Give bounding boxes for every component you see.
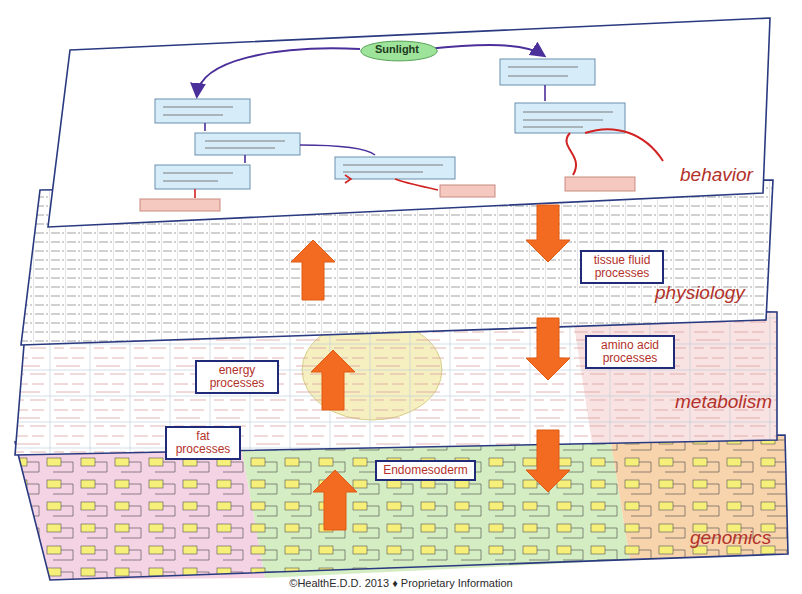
oval-text: Sunlight bbox=[375, 43, 423, 56]
layer-label: genomics bbox=[690, 528, 771, 549]
process-label: fat processes bbox=[172, 430, 234, 456]
process-label: tissue fluid processes bbox=[587, 254, 657, 280]
layer-shape bbox=[10, 432, 790, 582]
process-label: Endomesoderm bbox=[382, 464, 469, 477]
copyright-note: ©HealthE.D.D. 2013 ♦ Proprietary Informa… bbox=[0, 577, 802, 589]
block-arrow bbox=[291, 240, 335, 300]
layer-plane: genomics Endomesoderm bbox=[10, 432, 790, 582]
block-arrow bbox=[526, 318, 570, 380]
block-arrow bbox=[526, 205, 570, 262]
block-arrow bbox=[526, 430, 570, 492]
layer-plane: behavior Sunlight bbox=[45, 15, 775, 235]
layer-label: metabolism bbox=[675, 392, 772, 413]
start-oval: Sunlight bbox=[360, 40, 438, 62]
layer-label: physiology bbox=[655, 283, 745, 304]
block-arrow bbox=[311, 350, 355, 410]
process-box: fat processes bbox=[165, 426, 241, 460]
process-box: energy processes bbox=[195, 360, 279, 394]
block-arrow bbox=[313, 470, 357, 530]
process-box: Endomesoderm bbox=[375, 460, 476, 481]
process-box: amino acid processes bbox=[585, 335, 675, 369]
process-label: amino acid processes bbox=[592, 339, 668, 365]
process-label: energy processes bbox=[202, 364, 272, 390]
layer-label: behavior bbox=[680, 165, 753, 186]
process-box: tissue fluid processes bbox=[580, 250, 664, 284]
